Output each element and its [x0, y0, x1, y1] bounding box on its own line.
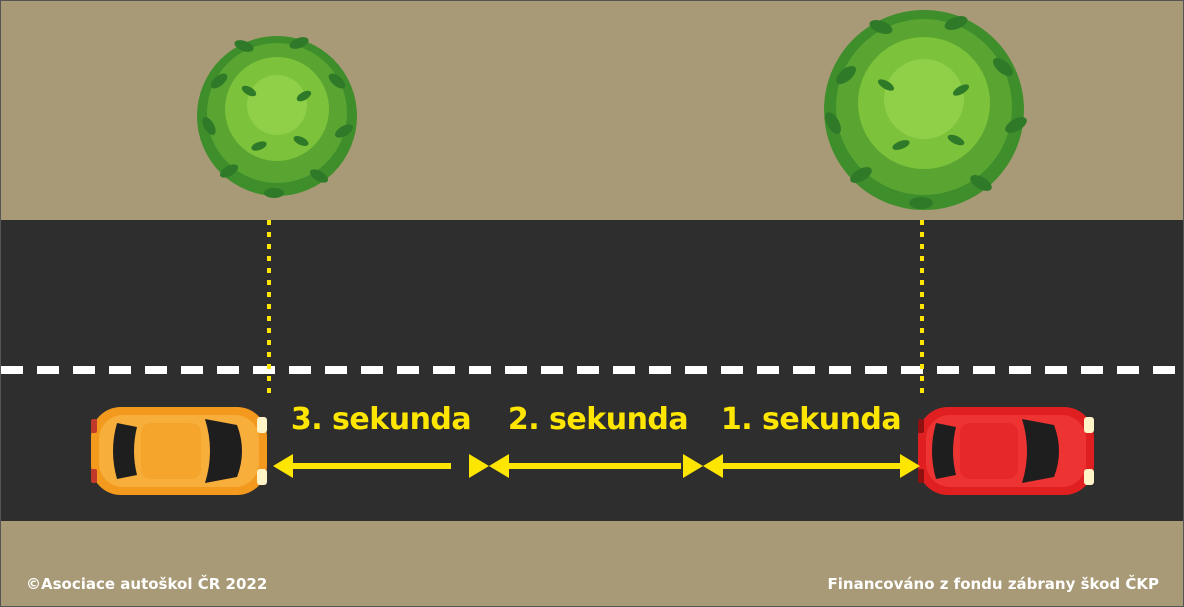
funding-credit: Financováno z fondu zábrany škod ČKP: [827, 575, 1159, 593]
tree-left: [197, 36, 357, 198]
label-second-second: 2. sekunda: [507, 402, 689, 437]
label-first-second: 1. sekunda: [720, 402, 902, 437]
arrow-segment-3: [273, 454, 489, 478]
arrow-segment-1: [703, 454, 920, 478]
distance-arrows: [273, 454, 920, 478]
front-car-red: [918, 407, 1094, 495]
tree-right: [824, 10, 1027, 210]
rear-car-orange: [91, 407, 267, 495]
label-third-second: 3. sekunda: [290, 402, 472, 437]
arrow-segment-2: [489, 454, 703, 478]
copyright-credit: ©Asociace autoškol ČR 2022: [26, 575, 268, 593]
